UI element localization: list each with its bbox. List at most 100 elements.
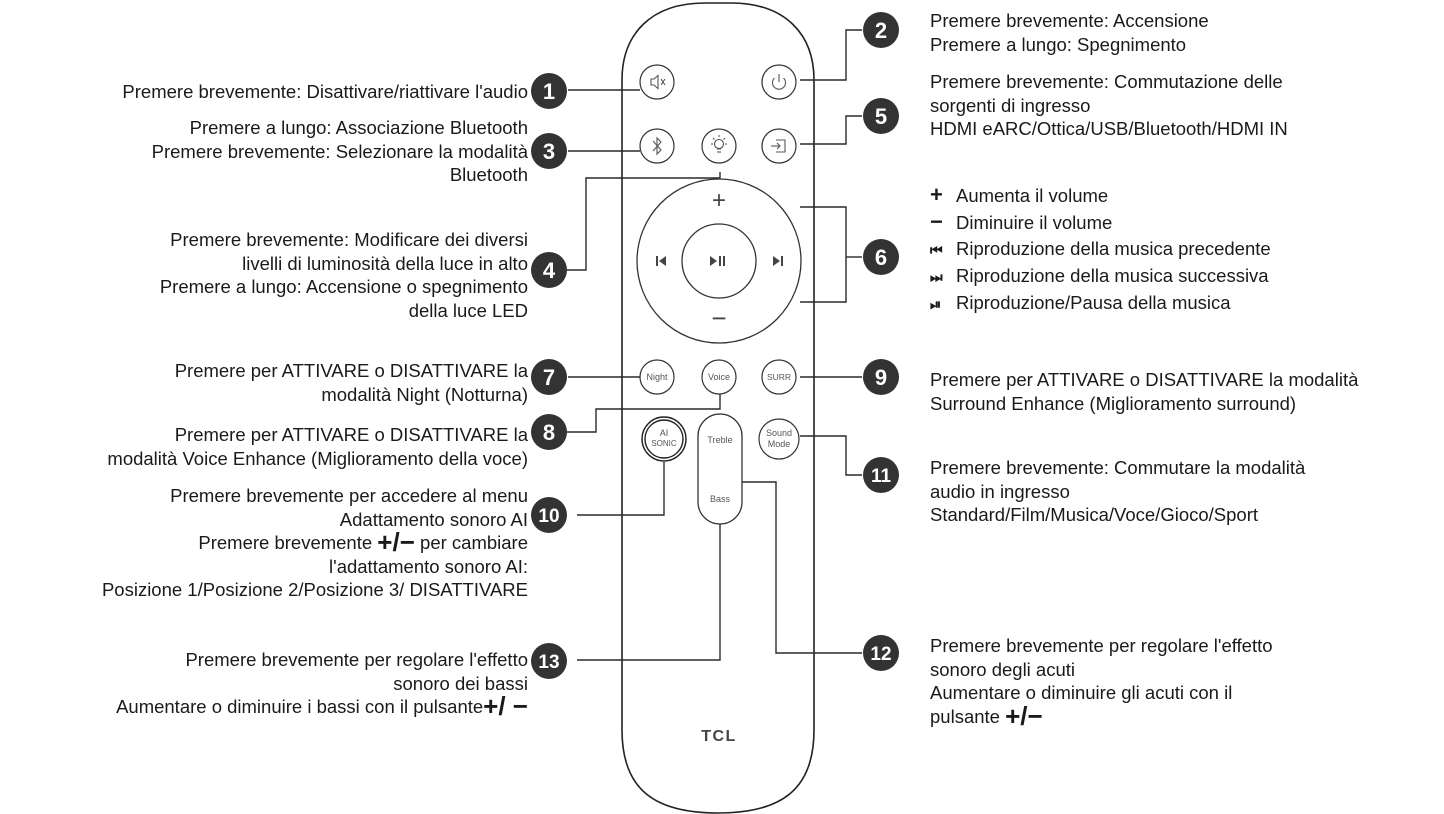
text-line: sorgenti di ingresso — [930, 94, 1091, 116]
text-line: Premere brevemente +/− per cambiare — [198, 527, 528, 557]
callout-text-2: Premere brevemente: Accensione Premere a… — [930, 9, 1209, 56]
callout-text-1: Premere brevemente: Disattivare/riattiva… — [122, 80, 528, 104]
plus-minus-symbol: +/− — [1005, 700, 1043, 731]
text-line: Premere brevemente: Commutazione delle — [930, 71, 1283, 92]
input-icon — [771, 139, 786, 153]
callout-badge-1: 1 — [531, 73, 567, 109]
callout-badge-13: 13 — [531, 643, 567, 679]
bass-label: Bass — [710, 494, 731, 504]
next-track-button[interactable] — [771, 255, 787, 269]
brand-logo: TCL — [701, 728, 737, 745]
callout-badge-7: 7 — [531, 359, 567, 395]
svg-text:7: 7 — [543, 365, 555, 390]
text-line: Premere a lungo: Spegnimento — [930, 33, 1187, 55]
light-button[interactable] — [701, 128, 737, 164]
callout-badge-5: 5 — [863, 98, 899, 134]
mute-icon — [650, 74, 666, 90]
callout-badge-3: 3 — [531, 133, 567, 169]
night-button[interactable]: Night — [639, 359, 675, 395]
text-line: sonoro dei bassi — [393, 672, 528, 694]
surr-label: SURR — [767, 372, 791, 382]
text-line: della luce LED — [408, 299, 528, 321]
text-line: Premere brevemente: Accensione — [930, 10, 1209, 31]
text-line: modalità Voice Enhance (Miglioramento de… — [107, 447, 528, 469]
text-line: Premere per ATTIVARE o DISATTIVARE la — [174, 360, 528, 381]
voice-button[interactable]: Voice — [701, 359, 737, 395]
callout-badge-8: 8 — [531, 414, 567, 450]
text-line: Aumentare o diminuire gli acuti con il — [930, 682, 1233, 703]
svg-text:3: 3 — [543, 139, 555, 164]
callout-text-6: +Aumenta il volume −Diminuire il volume … — [930, 182, 1271, 317]
previous-icon — [656, 256, 666, 266]
minus-icon: − — [930, 209, 943, 234]
callout-badge-12: 12 — [863, 635, 899, 671]
treble-bass-rocker[interactable]: Treble Bass — [697, 413, 743, 525]
text-line: sonoro degli acuti — [930, 658, 1076, 680]
text-line: ⏭Riproduzione della musica successiva — [930, 263, 1271, 290]
bluetooth-button[interactable] — [639, 128, 675, 164]
treble-label: Treble — [707, 435, 732, 445]
plus-minus-symbol: +/ − — [483, 691, 528, 721]
bluetooth-icon — [652, 136, 662, 156]
text-line: Premere a lungo: Associazione Bluetooth — [189, 117, 528, 138]
text-line: Premere per ATTIVARE o DISATTIVARE la mo… — [930, 369, 1359, 390]
text-line: Premere a lungo: Accensione o spegniment… — [159, 276, 528, 297]
text-line: Premere brevemente per regolare l'effett… — [930, 635, 1273, 656]
power-button[interactable] — [761, 64, 797, 100]
text-line: Premere brevemente per regolare l'effett… — [185, 649, 528, 670]
text-line: Aumentare o diminuire i bassi con il pul… — [116, 691, 528, 721]
previous-icon: ⏮ — [930, 242, 943, 258]
volume-up-button[interactable]: + — [712, 187, 726, 214]
callout-badge-4: 4 — [531, 252, 567, 288]
callout-badge-6: 6 — [863, 239, 899, 275]
plus-icon: + — [930, 182, 943, 207]
text-line: ⏮Riproduzione della musica precedente — [930, 236, 1271, 263]
text-line: Posizione 1/Posizione 2/Posizione 3/ DIS… — [101, 579, 528, 600]
volume-down-button[interactable]: − — [711, 303, 726, 333]
surround-button[interactable]: SURR — [761, 359, 797, 395]
next-icon: ⏭ — [930, 269, 943, 285]
text-line: +Aumenta il volume — [930, 182, 1109, 207]
svg-text:4: 4 — [543, 258, 556, 283]
svg-text:13: 13 — [538, 652, 559, 673]
text-line: Premere brevemente: Commutare la modalit… — [930, 457, 1306, 478]
text-line: modalità Night (Notturna) — [321, 383, 528, 405]
callout-text-7: Premere per ATTIVARE o DISATTIVARE la mo… — [175, 359, 528, 406]
text-line: −Diminuire il volume — [930, 209, 1113, 234]
svg-text:10: 10 — [538, 506, 559, 527]
text-line: Premere per ATTIVARE o DISATTIVARE la — [174, 424, 528, 445]
next-icon — [773, 256, 783, 266]
text-line: Premere brevemente per accedere al menu — [170, 485, 528, 506]
callout-text-9: Premere per ATTIVARE o DISATTIVARE la mo… — [930, 368, 1358, 415]
text-line: Premere brevemente: Modificare dei diver… — [170, 229, 528, 250]
ai-sonic-button[interactable]: AI SONIC — [641, 416, 687, 462]
leader-lines — [567, 29, 862, 661]
play-pause-button[interactable] — [681, 223, 757, 299]
plus-minus-symbol: +/− — [377, 527, 415, 557]
text-line: audio in ingresso — [930, 480, 1070, 502]
text-line: Standard/Film/Musica/Voce/Gioco/Sport — [930, 504, 1259, 525]
input-source-button[interactable] — [761, 128, 797, 164]
text-line: Surround Enhance (Miglioramento surround… — [930, 392, 1297, 414]
mute-button[interactable] — [639, 64, 675, 100]
callout-badge-11: 11 — [863, 457, 899, 493]
callout-badge-9: 9 — [863, 359, 899, 395]
svg-text:6: 6 — [875, 245, 887, 270]
callout-text-5: Premere brevemente: Commutazione delle s… — [930, 70, 1288, 141]
svg-text:2: 2 — [875, 18, 887, 43]
text-line: livelli di luminosità della luce in alto — [242, 252, 528, 274]
previous-track-button[interactable] — [654, 255, 670, 269]
sound-mode-button[interactable]: Sound Mode — [758, 418, 800, 460]
callout-text-13: Premere brevemente per regolare l'effett… — [116, 648, 528, 719]
callout-text-12: Premere brevemente per regolare l'effett… — [930, 634, 1273, 731]
play-pause-icon: ⏯ — [930, 296, 942, 312]
svg-text:1: 1 — [543, 79, 555, 104]
callout-text-8: Premere per ATTIVARE o DISATTIVARE la mo… — [107, 423, 528, 470]
svg-text:12: 12 — [870, 644, 891, 665]
text-line: Premere brevemente: Selezionare la modal… — [151, 140, 528, 162]
text-line: Adattamento sonoro AI — [339, 508, 528, 530]
remote-body — [621, 2, 815, 814]
text-line: pulsante +/− — [930, 700, 1043, 731]
callout-badge-2: 2 — [863, 12, 899, 48]
callout-text-11: Premere brevemente: Commutare la modalit… — [930, 456, 1305, 527]
